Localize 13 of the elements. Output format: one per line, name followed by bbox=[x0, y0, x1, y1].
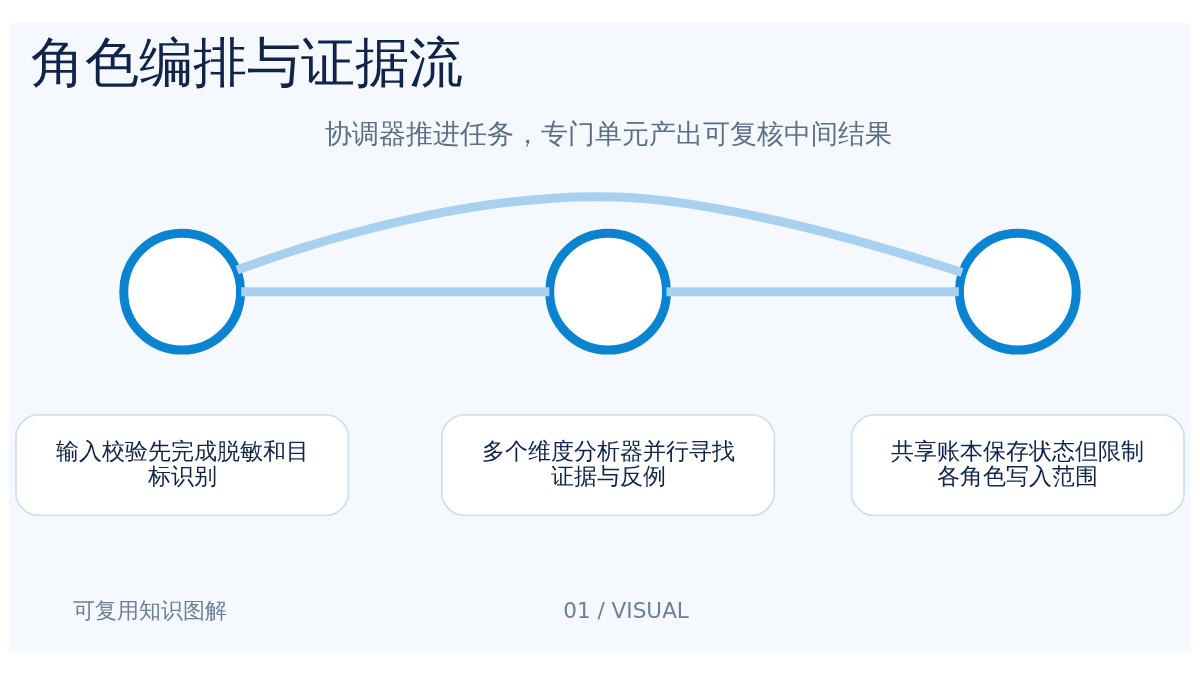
node-box: 输入校验先完成脱敏和目标识别 bbox=[15, 413, 350, 517]
node-circle bbox=[545, 228, 671, 355]
connector bbox=[666, 287, 959, 297]
node-circle bbox=[119, 228, 246, 355]
node-box: 多个维度分析器并行寻找证据与反例 bbox=[440, 413, 776, 517]
label: 01 / VISUAL bbox=[563, 598, 689, 624]
connector bbox=[235, 192, 964, 277]
node-circle bbox=[954, 228, 1081, 355]
diagram-title: 角色编排与证据流 bbox=[30, 30, 463, 94]
label: 协调器推进任务，专门单元产出可复核中间结果 bbox=[324, 117, 892, 149]
connector bbox=[241, 287, 550, 297]
node-box: 共享账本保存状态但限制各角色写入范围 bbox=[850, 413, 1185, 517]
label: 可复用知识图解 bbox=[72, 598, 227, 624]
